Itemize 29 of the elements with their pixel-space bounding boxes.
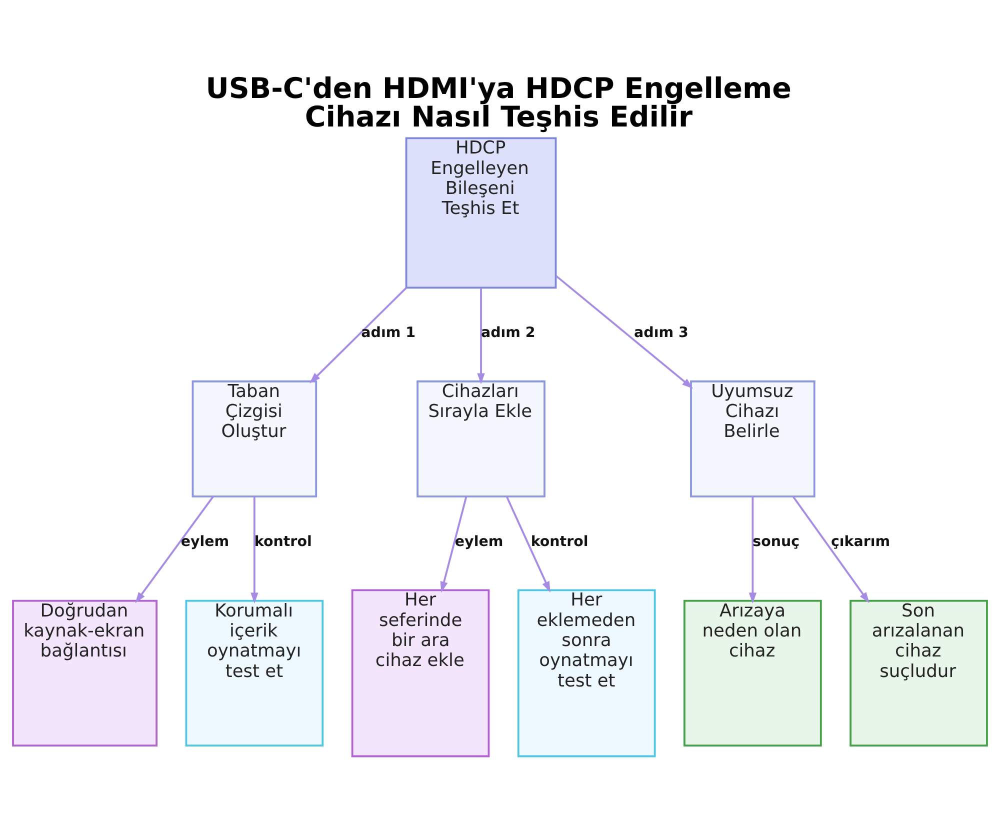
arrow (477, 288, 485, 384)
edge-label: kontrol (254, 534, 312, 550)
node-box: Her eklemeden sonra oynatmayı test et (517, 589, 656, 758)
arrow (555, 275, 694, 389)
node-box: Uyumsuz Cihazı Belirle (690, 380, 816, 498)
node-box: Arızaya neden olan cihaz (684, 600, 822, 747)
node-box: Taban Çizgisi Oluştur (192, 380, 318, 498)
node-box: Korumalı içerik oynatmayı test et (185, 600, 324, 747)
node-box: HDCP Engelleyen Bileşeni Teşhis Et (405, 137, 557, 289)
arrow (748, 496, 757, 604)
edge-label: eylem (454, 534, 504, 550)
arrow (310, 287, 407, 384)
arrow (440, 496, 468, 593)
edge-label: adım 1 (361, 325, 416, 342)
edge-label: çıkarım (830, 534, 890, 550)
node-box: Doğrudan kaynak-ekran bağlantısı (12, 600, 158, 747)
arrow (792, 496, 870, 604)
arrow (250, 496, 258, 604)
diagram-title: USB-C'den HDMI'ya HDCP Engelleme Cihazı Nasıl Teşhis Edilir (206, 72, 792, 134)
edge-label: sonuç (752, 534, 800, 550)
arrow (135, 496, 214, 604)
edge-label: adım 2 (481, 325, 536, 342)
edge-label: eylem (180, 534, 230, 550)
node-box: Cihazları Sırayla Ekle (416, 380, 546, 498)
edge-label: adım 3 (634, 325, 688, 342)
node-box: Son arızalanan cihaz suçludur (850, 600, 988, 747)
arrow (506, 496, 550, 592)
edge-label: kontrol (530, 534, 588, 550)
node-box: Her seferinde bir ara cihaz ekle (351, 589, 490, 758)
